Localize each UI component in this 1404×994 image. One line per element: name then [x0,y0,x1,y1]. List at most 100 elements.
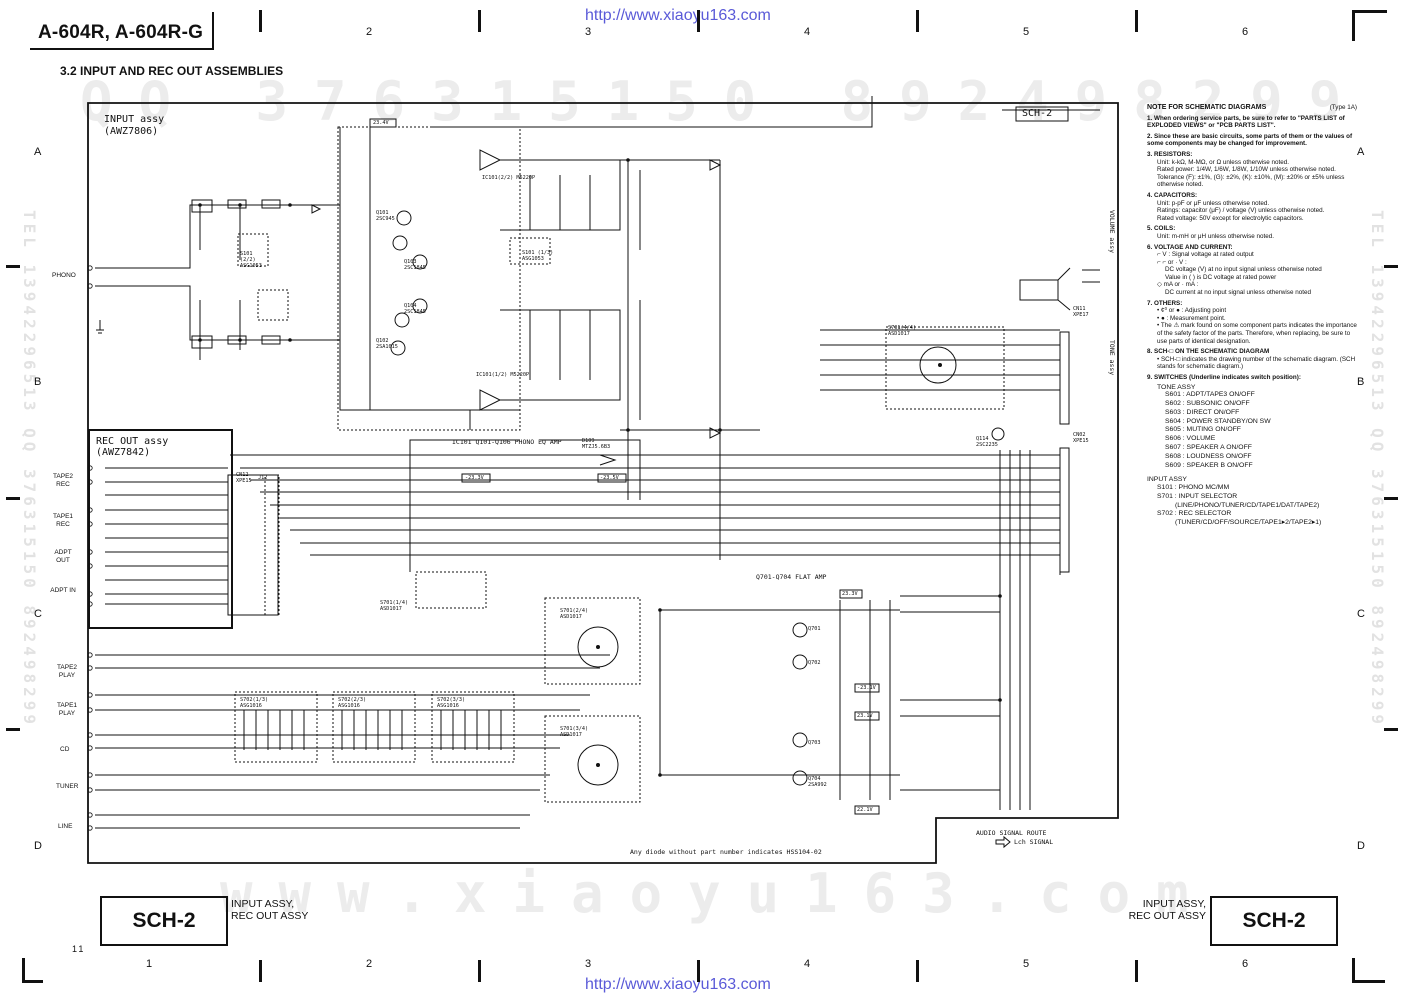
row-letter: A [34,146,42,158]
footer-desc-line: REC OUT ASSY [231,910,309,922]
switch-line: S601 : ADPT/TAPE3 ON/OFF [1165,391,1255,399]
jack-label: TAPE1 REC [52,513,74,528]
part-label: Q101 2SC945 [376,210,395,222]
grid-tick [1135,10,1138,32]
column-number: 3 [585,958,592,970]
jack-label: LINE [58,823,73,830]
grid-tick [1384,728,1398,731]
grid-tick [916,960,919,982]
switch-line: S605 : MUTING ON/OFF [1165,426,1241,434]
part-label: CN12 XPE15 [236,472,252,484]
part-label: Q704 2SA992 [808,776,827,788]
watermark-site: www.xiaoyu163.com [220,862,1215,925]
note-2: 2. Since these are basic circuits, some … [1147,132,1353,148]
watermark-qq: QQ 376315150 892498299 [80,70,1368,133]
supply-label: -23.3V [465,475,484,481]
part-label: S701(4/4) ASD1017 [888,325,917,337]
supply-label: -23.1V [857,685,876,691]
row-letter: B [34,376,42,388]
switch-line: (TUNER/CD/OFF/SOURCE/TAPE1▸2/TAPE2▸1) [1175,519,1322,527]
part-label: Q103 2SC1845 [404,259,426,271]
model-title: A-604R, A-604R-G [38,22,204,43]
grid-tick [1384,497,1398,500]
part-label: S701(2/4) ASD1017 [560,608,589,620]
column-number: 6 [1242,958,1249,970]
note-7-title: 7. OTHERS: [1147,299,1183,307]
input-assy-title: INPUT ASSY [1147,476,1187,484]
jack-label: TAPE2 REC [52,473,74,488]
corner-mark-top-right [1352,10,1387,41]
column-number: 5 [1023,26,1030,38]
note-line: ⌐ V : Signal voltage at rated output [1157,251,1254,259]
corner-mark-bottom-right [1352,958,1385,983]
part-label: Q703 [808,740,821,746]
header-rule-vertical [212,12,214,50]
switch-line: S609 : SPEAKER B ON/OFF [1165,461,1253,469]
switch-line: (LINE/PHONO/TUNER/CD/TAPE1/DAT/TAPE2) [1175,501,1320,509]
supply-label: 23.3V [842,591,858,597]
supply-label: -23.5V [600,475,619,481]
footer-desc-line: INPUT ASSY, [1142,898,1206,910]
header-rule [30,48,214,50]
grid-tick [6,497,20,500]
column-number: 5 [1023,958,1030,970]
grid-tick [1384,265,1398,268]
switch-line: S702 : REC SELECTOR [1157,510,1232,518]
note-line: DC voltage (V) at no input signal unless… [1165,266,1322,274]
part-label: Q102 2SA1015 [376,338,398,350]
url-bottom-link[interactable]: http://www.xiaoyu163.com [585,976,771,993]
tone-assy-label: TONE assy [1108,340,1116,376]
column-number: 4 [804,26,811,38]
row-letter: C [1357,608,1365,620]
part-label: D109 MTZJ5.6B3 [582,438,611,450]
note-1: 1. When ordering service parts, be sure … [1147,114,1345,130]
grid-tick [916,10,919,32]
phono-eq-label: IC101 Q101-Q106 PHONO EQ AMP [452,438,562,446]
column-number: 3 [585,26,592,38]
recout-assy-label: REC OUT assy [96,436,169,447]
grid-tick [6,265,20,268]
notes-title: NOTE FOR SCHEMATIC DIAGRAMS [1147,104,1267,111]
recout-assy-box [88,429,233,629]
signal-route-title: AUDIO SIGNAL ROUTE [976,829,1047,837]
jack-label: CD [60,746,70,753]
recout-assy-part: (AWZ7842) [96,447,151,458]
row-letter: B [1357,376,1365,388]
input-assy-part: (AWZ7806) [104,126,159,137]
footer-sch-code-right: SCH-2 [1210,896,1338,946]
note-line: • The ⚠ mark found on some component par… [1157,322,1357,345]
footer-sch-code-left: SCH-2 [100,896,228,946]
note-4-title: 4. CAPACITORS: [1147,191,1198,199]
url-top-link[interactable]: http://www.xiaoyu163.com [585,7,771,24]
part-label: CN11 XPE17 [1073,306,1089,318]
supply-label: 23.4V [373,120,389,126]
column-number: 6 [1242,26,1249,38]
jack-label: TUNER [56,783,79,790]
note-line: Rated power: 1/4W, 1/6W, 1/8W, 1/10W unl… [1157,166,1336,174]
note-3-title: 3. RESISTORS: [1147,150,1193,158]
tone-assy-title: TONE ASSY [1157,383,1196,391]
switch-line: S604 : POWER STANDBY/ON SW [1165,417,1271,425]
row-letter: C [34,608,42,620]
note-line: • ● : Measurement point. [1157,314,1226,322]
grid-tick [697,960,700,982]
watermark-side-left: TEL 13942296513 QQ 376315150 892498299 [20,210,39,729]
note-line: Ratings: capacitor (μF) / voltage (V) un… [1157,207,1325,215]
part-label: J12 [258,475,268,481]
part-label: Q702 [808,660,821,666]
part-label: Q114 2SC2235 [976,436,998,448]
note-line: Unit: p-pF or μF unless otherwise noted. [1157,199,1270,207]
jack-label: TAPE1 PLAY [56,702,78,717]
grid-tick [259,10,262,32]
part-label: S702(2/3) ASG1016 [338,697,367,709]
signal-route-lch: Lch SIGNAL [1014,838,1054,846]
part-label: S702(3/3) ASG1016 [437,697,466,709]
part-label: Q701 [808,626,821,632]
flat-amp-label: Q701-Q704 FLAT AMP [756,573,827,581]
schematic-border [87,102,1119,864]
input-assy-label: INPUT assy [104,114,165,125]
sheet-tag-box [1015,106,1069,122]
note-line: ◇ mA or · mA : [1157,281,1199,289]
column-number: 2 [366,958,373,970]
